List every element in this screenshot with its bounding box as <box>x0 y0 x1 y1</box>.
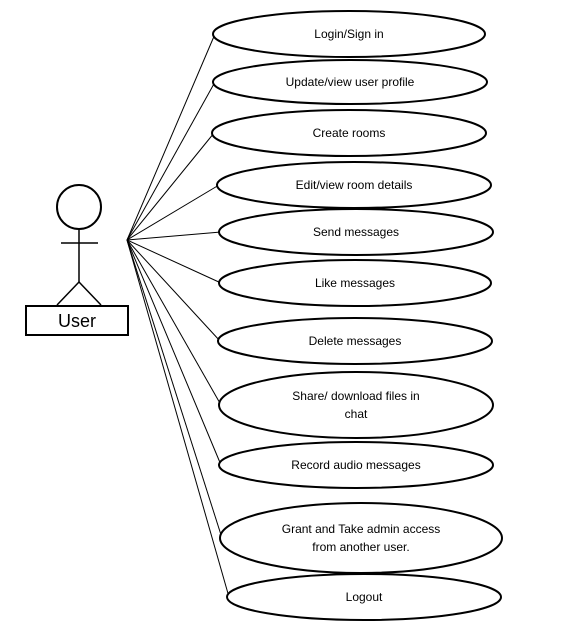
use-case-ellipse <box>212 59 488 105</box>
association-line <box>126 81 216 241</box>
use-case-ellipse <box>218 259 492 307</box>
use-case: Record audio messages <box>218 441 494 489</box>
use-case: Delete messages <box>217 317 493 365</box>
use-case-label: Delete messages <box>309 334 402 348</box>
actor-left-leg <box>56 281 80 306</box>
use-case-ellipse <box>219 502 503 574</box>
use-case: Send messages <box>218 208 494 256</box>
use-case-label: Like messages <box>315 276 395 290</box>
association-line <box>126 239 222 284</box>
use-case: Login/Sign in <box>212 10 486 58</box>
use-case-label: from another user. <box>312 540 409 554</box>
use-case: Update/view user profile <box>212 59 488 105</box>
use-case-label: Grant and Take admin access <box>282 522 441 536</box>
association-line <box>126 33 216 241</box>
association-line <box>126 184 220 241</box>
use-case-label: Edit/view room details <box>296 178 413 192</box>
use-case: Edit/view room details <box>216 161 492 209</box>
use-case-ellipse <box>217 317 493 365</box>
use-case: Share/ download files in chat <box>218 371 494 439</box>
actor-label-box <box>25 305 129 336</box>
use-case: Grant and Take admin access from another … <box>219 502 503 574</box>
association-line <box>126 239 221 342</box>
use-case-label: Record audio messages <box>291 458 420 472</box>
association-lines <box>126 33 230 598</box>
use-case-ellipse <box>212 10 486 58</box>
use-case-label: Update/view user profile <box>286 75 415 89</box>
association-line <box>126 239 223 539</box>
use-case-ellipse <box>218 371 494 439</box>
use-case-ellipse <box>218 441 494 489</box>
actor-right-leg <box>78 281 102 306</box>
association-line <box>126 239 230 598</box>
use-case-ellipse <box>211 109 487 157</box>
use-case-label: Create rooms <box>313 126 386 140</box>
use-case-ellipse <box>218 208 494 256</box>
use-case-list: Login/Sign in Update/view user profileCre… <box>211 10 503 621</box>
actor-user: User <box>25 184 129 336</box>
use-case-label: Login/Sign in <box>314 27 383 41</box>
use-case: Logout <box>226 573 502 621</box>
use-case-label: Send messages <box>313 225 399 239</box>
use-case-label: chat <box>345 407 368 421</box>
use-case: Create rooms <box>211 109 487 157</box>
use-case-ellipse <box>216 161 492 209</box>
association-line <box>126 239 222 406</box>
use-case: Like messages <box>218 259 492 307</box>
association-line <box>126 132 215 241</box>
use-case-label: Logout <box>346 590 383 604</box>
actor-label: User <box>58 311 96 331</box>
actor-head <box>56 184 102 230</box>
use-case-label: Share/ download files in <box>292 389 419 403</box>
association-line <box>126 231 222 241</box>
association-line <box>126 239 222 466</box>
use-case-ellipse <box>226 573 502 621</box>
